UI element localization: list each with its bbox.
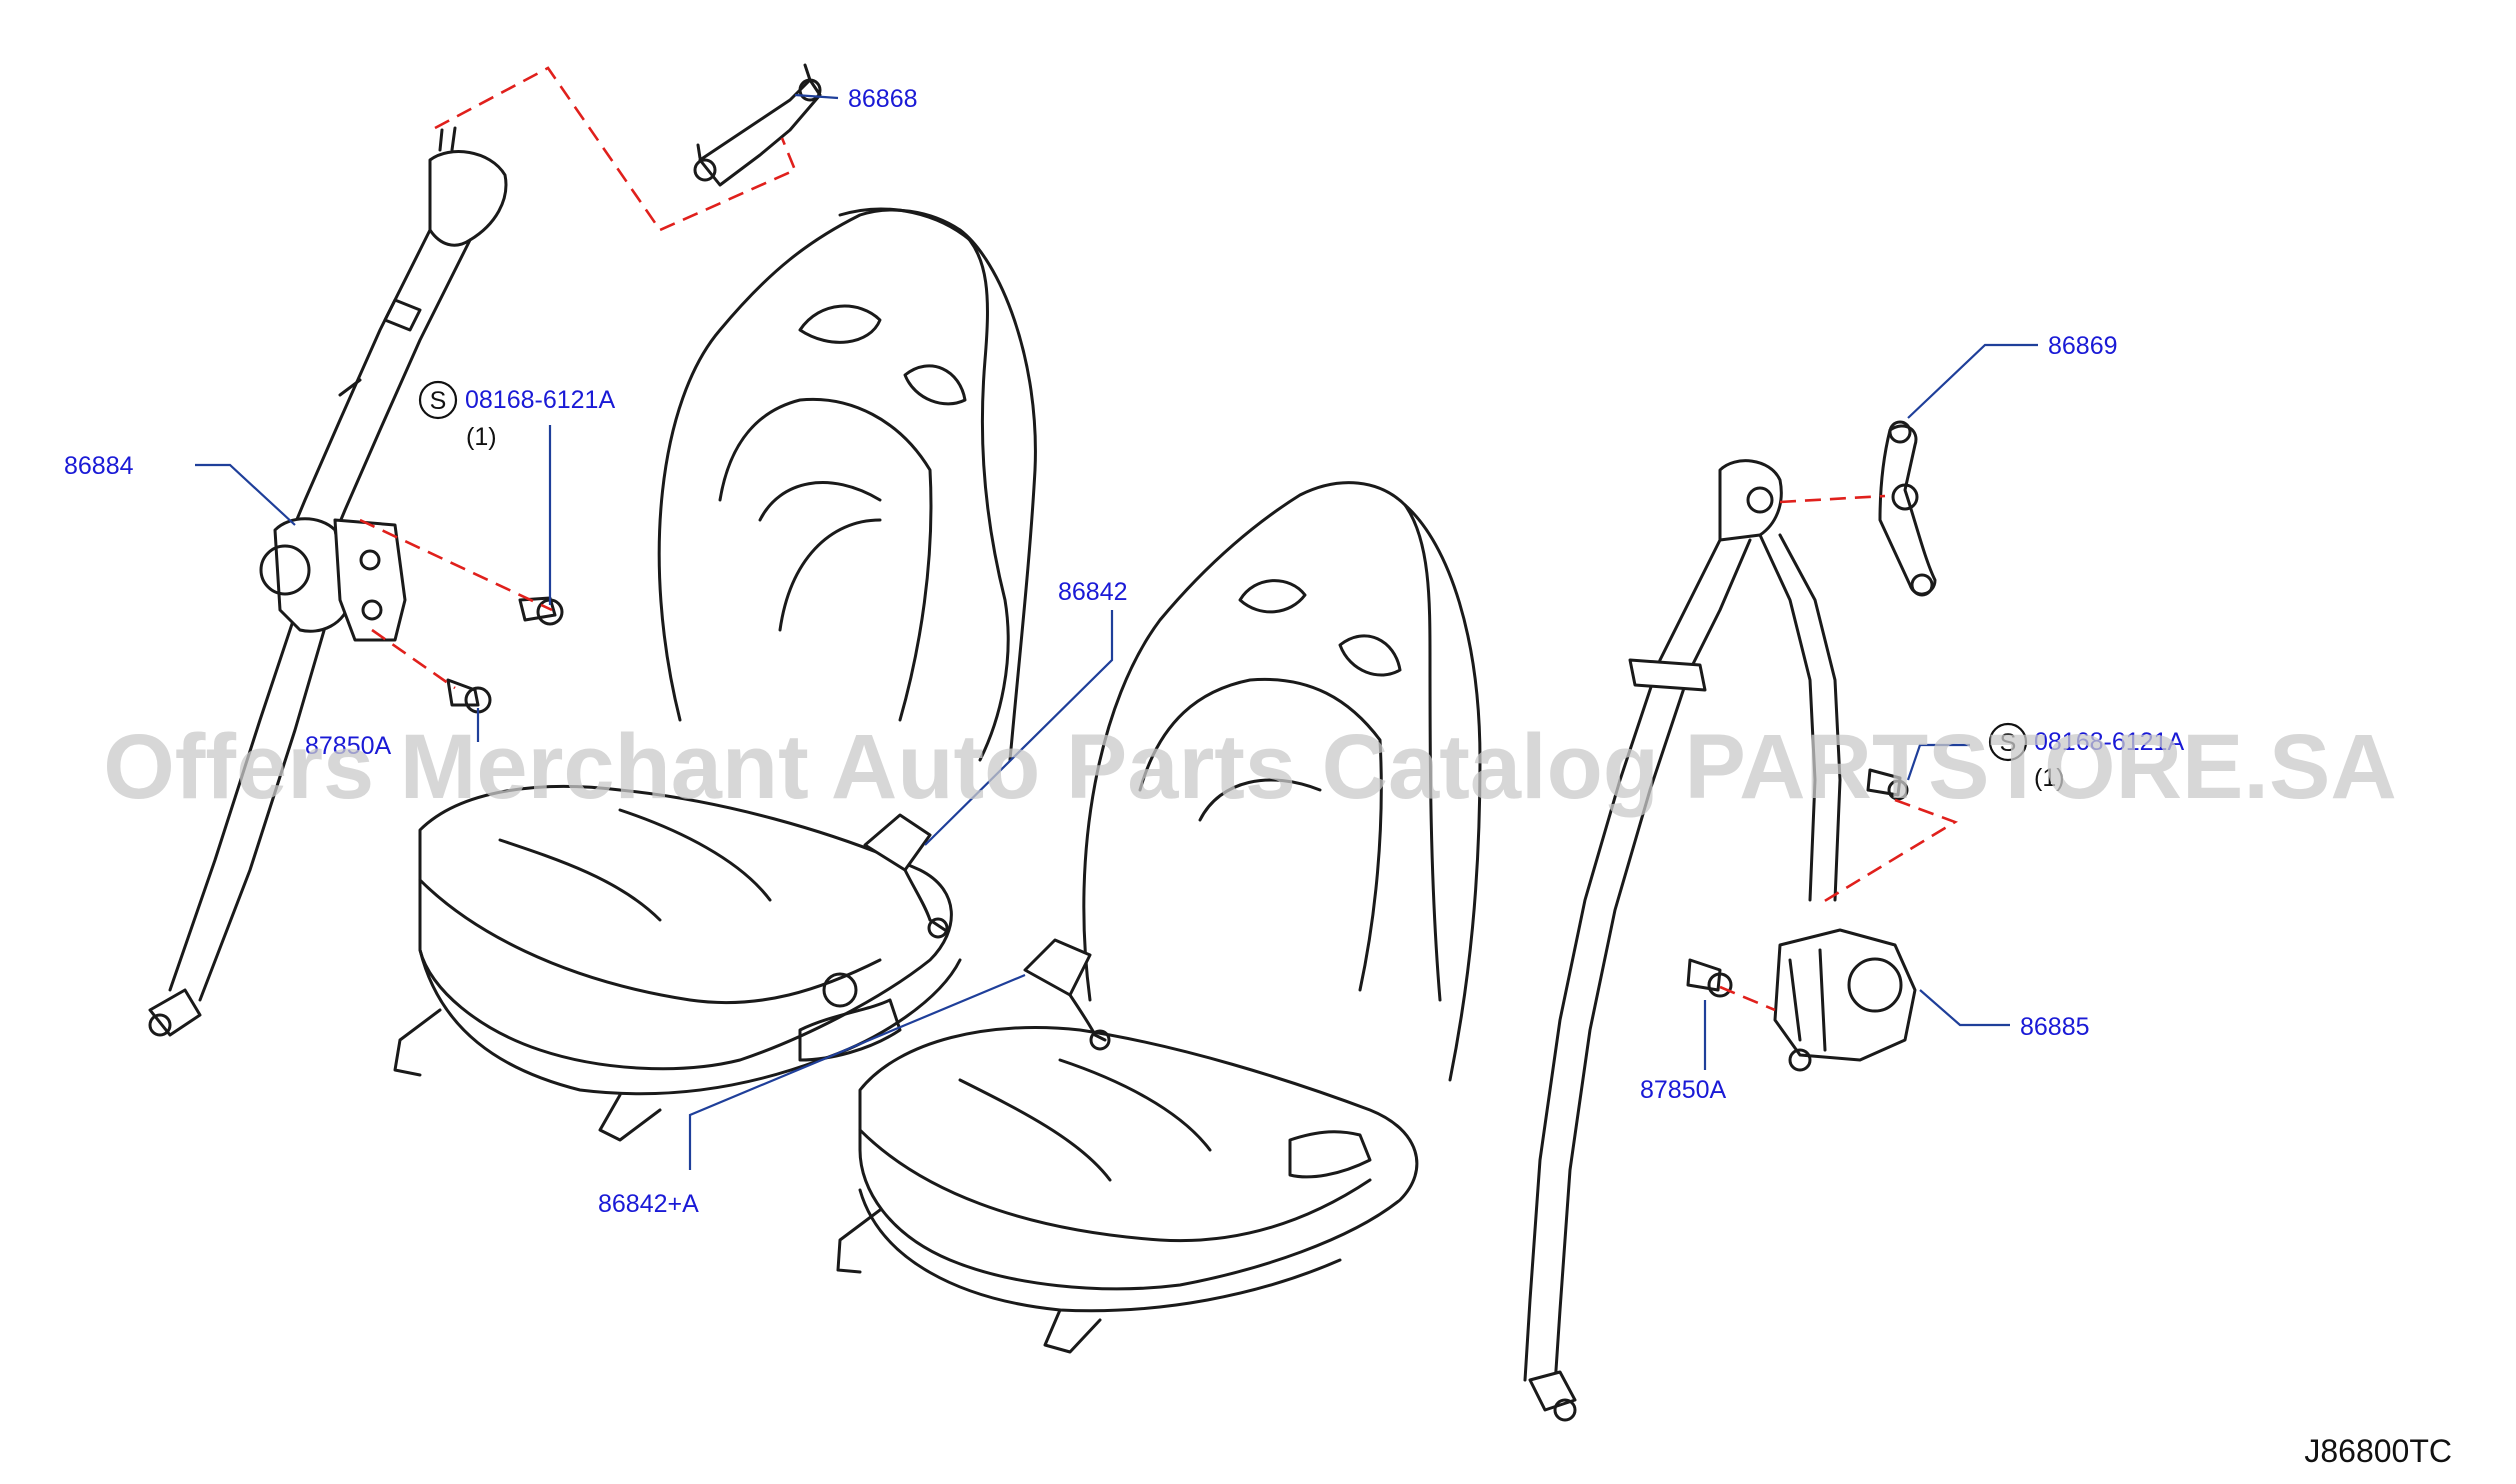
s-symbol-text: S: [430, 387, 447, 415]
s-symbol-text: S: [2000, 729, 2017, 757]
callout-08168-6121a-right: 08168-6121A: [2034, 728, 2184, 756]
callout-86842: 86842: [1058, 578, 1128, 606]
right-seat-belt-assembly: [1523, 459, 1917, 1422]
qty-08168-right: (1): [2034, 764, 2065, 792]
leader-lines: [195, 93, 2038, 1170]
watermark-text: Offers Merchant Auto Parts Catalog PARTS…: [103, 716, 2397, 818]
callout-86868: 86868: [848, 85, 918, 113]
left-seat-belt-assembly: [148, 126, 564, 1037]
qty-08168-left: (1): [466, 423, 497, 451]
callout-86884: 86884: [64, 452, 134, 480]
s-symbol-circle: [1988, 722, 2028, 762]
callout-08168-right: S 08168-6121A (1): [1988, 722, 2184, 792]
callout-86869: 86869: [2048, 332, 2118, 360]
callout-08168-left: S 08168-6121A (1): [418, 380, 615, 451]
s-symbol-circle: [418, 380, 458, 420]
callout-86885: 86885: [2020, 1013, 2090, 1041]
callout-labels: 86868 86884 S 08168-6121A (1) 87850A 868…: [64, 85, 2452, 1469]
assembly-dash-lines: [359, 66, 1958, 1012]
callout-87850a-right: 87850A: [1640, 1076, 1727, 1104]
callout-87850a-left: 87850A: [305, 732, 392, 760]
callout-86842-plus-a: 86842+A: [598, 1190, 699, 1218]
callout-08168-6121a-left: 08168-6121A: [465, 386, 615, 414]
diagram-code: J86800TC: [2304, 1433, 2452, 1469]
right-seat-illustration: [836, 481, 1482, 1354]
left-seat-illustration: [393, 207, 1037, 1142]
bracket-86869: [1878, 420, 1937, 597]
bracket-86868: [693, 63, 822, 187]
